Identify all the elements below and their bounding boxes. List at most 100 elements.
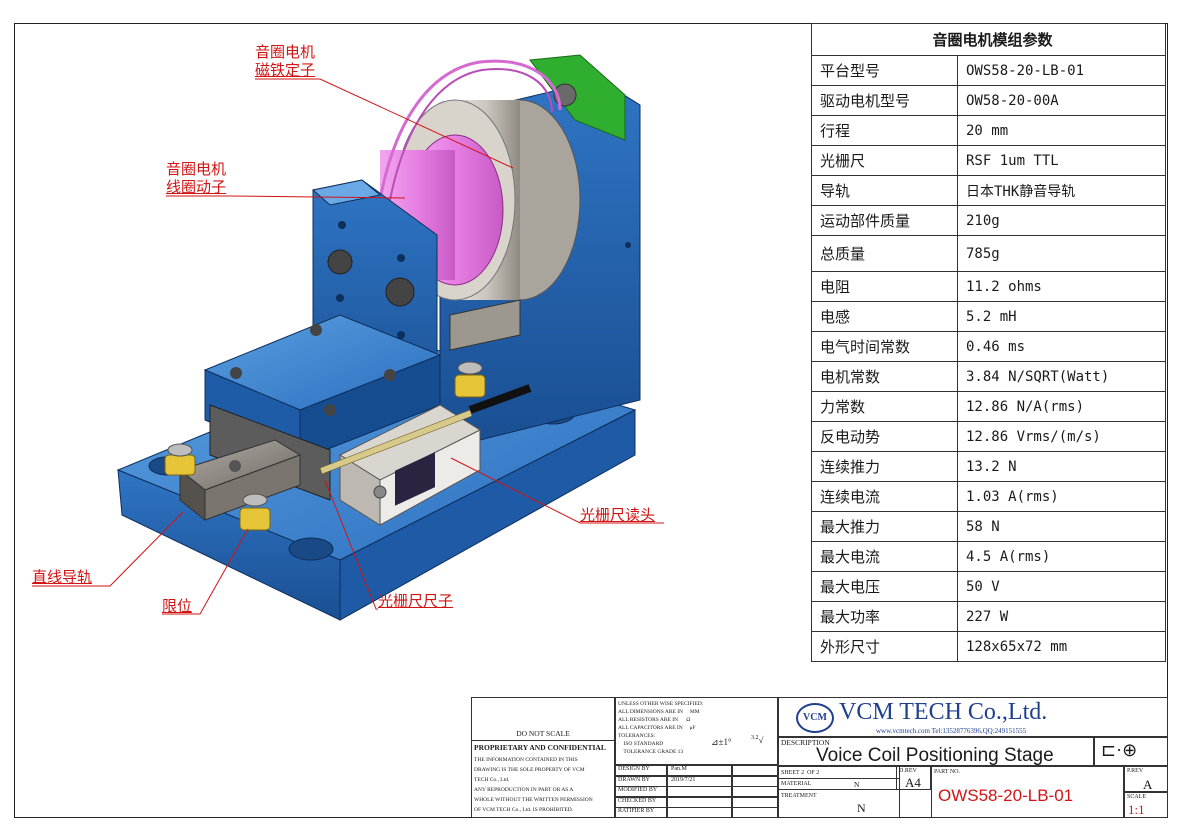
- signoff-label: DRAWN BY: [618, 776, 651, 783]
- signoff-label: MODIFIED BY: [618, 787, 658, 794]
- parameter-value: 0.46 ms: [957, 331, 1166, 362]
- encoder-scale-label: 光栅尺尺子: [378, 592, 454, 610]
- title-block: DO NOT SCALE PROPRIETARY AND CONFIDENTIA…: [471, 697, 1168, 819]
- roughness-symbol: 3.2√: [751, 735, 764, 745]
- parameter-value: 1.03 A(rms): [957, 481, 1166, 512]
- signoff-value: Pan.M: [671, 766, 687, 772]
- notice-line: WHOLE WITHOUT THE WRITTEN PERMISSION: [474, 797, 593, 803]
- parameter-name: 驱动电机型号: [811, 85, 958, 116]
- limit-label: 限位: [162, 597, 193, 615]
- parameter-name: 反电动势: [811, 421, 958, 452]
- flatness-symbol: ⊿±1°: [711, 737, 732, 747]
- parameter-value: 785g: [957, 235, 1166, 272]
- signoff-value: 2019/7/21: [671, 776, 696, 783]
- parameter-value: OWS58-20-LB-01: [957, 55, 1166, 86]
- parameter-value: 128x65x72 mm: [957, 631, 1166, 662]
- parameter-name: 行程: [811, 115, 958, 146]
- parameter-name: 电阻: [811, 271, 958, 302]
- parameter-name: 最大推力: [811, 511, 958, 542]
- drev-label: D.REV: [899, 768, 917, 774]
- linear-guide-label: 直线导轨: [32, 568, 93, 586]
- coil-mover-label: 音圈电机线圈动子: [166, 160, 227, 196]
- projection-symbol-icon: ⊏·⊕: [1101, 740, 1138, 760]
- tolerance-notes: UNLESS OTHER WISE SPECIFIED: ALL DIMENSIO…: [618, 700, 703, 756]
- signoff-label: CHECKED BY: [618, 797, 657, 804]
- scale-label: SCALE: [1127, 794, 1147, 800]
- parameter-name: 外形尺寸: [811, 631, 958, 662]
- notice-line: DRAWING IS THE SOLE PROPERTY OF VCM: [474, 767, 585, 773]
- parameter-value: 227 W: [957, 601, 1166, 632]
- treatment-label: TREATMENT: [781, 793, 817, 799]
- notice-line: OF VCM TECH Co., Ltd. IS PROHIBITED.: [474, 807, 574, 813]
- magnet-stator-label: 音圈电机磁铁定子: [255, 43, 316, 79]
- encoder-readhead-label: 光栅尺读头: [580, 506, 656, 524]
- parameter-value: 210g: [957, 205, 1166, 236]
- parameter-value: 58 N: [957, 511, 1166, 542]
- parameter-value: 日本THK静音导轨: [957, 175, 1166, 206]
- parameter-row: 导轨日本THK静音导轨: [811, 175, 1166, 206]
- parameter-value: 50 V: [957, 571, 1166, 602]
- company-contact: www.vcmtech.com Tel:13528776396,QQ:24915…: [876, 727, 1027, 735]
- prev: A: [1143, 777, 1153, 792]
- parameter-value: 3.84 N/SQRT(Watt): [957, 361, 1166, 392]
- limit-stops: [164, 361, 486, 531]
- vcm-logo: VCM: [796, 703, 834, 733]
- parameter-name: 总质量: [811, 235, 958, 272]
- treatment: N: [857, 801, 866, 815]
- material-label: MATERIAL: [781, 781, 812, 787]
- proprietary-heading: PROPRIETARY AND CONFIDENTIAL: [474, 743, 606, 752]
- parameter-value: OW58-20-00A: [957, 85, 1166, 116]
- parameter-name: 平台型号: [811, 55, 958, 86]
- parameter-value: 12.86 N/A(rms): [957, 391, 1166, 422]
- drev: A4: [905, 775, 921, 790]
- signoff-label: DESIGN BY: [618, 766, 650, 772]
- scale: 1:1: [1128, 802, 1145, 817]
- parameter-value: RSF 1um TTL: [957, 145, 1166, 176]
- part-no-label: PART NO.: [934, 769, 960, 775]
- parameter-name: 光栅尺: [811, 145, 958, 176]
- notice-line: THE INFORMATION CONTAINED IN THIS: [474, 757, 578, 763]
- parameter-name: 最大电压: [811, 571, 958, 602]
- parameter-name: 电机常数: [811, 361, 958, 392]
- parameter-value: 20 mm: [957, 115, 1166, 146]
- parameter-value: 13.2 N: [957, 451, 1166, 482]
- parameter-name: 导轨: [811, 175, 958, 206]
- notice-line: TECH Co., Ltd.: [474, 777, 510, 783]
- parameter-name: 运动部件质量: [811, 205, 958, 236]
- tolerance-line: UNLESS OTHER WISE SPECIFIED:: [618, 701, 704, 707]
- parameter-name: 连续推力: [811, 451, 958, 482]
- tolerance-line: ALL CAPACITORS ARE IN μF: [618, 725, 696, 731]
- proprietary-notice: THE INFORMATION CONTAINED IN THIS DRAWING…: [474, 755, 593, 815]
- parameter-name: 连续电流: [811, 481, 958, 512]
- tolerance-line: ALL DIMENSIONS ARE IN MM: [618, 709, 700, 715]
- sheet-field: SHEET 2 OF 2: [781, 770, 820, 776]
- tolerance-line: ALL RESISTORS ARE IN Ω: [618, 717, 691, 723]
- parameter-name: 最大电流: [811, 541, 958, 572]
- signoff-label: RATIFIER BY: [618, 808, 655, 815]
- parameter-name: 力常数: [811, 391, 958, 422]
- notice-line: ANY REPRODUCTION IN PART OR AS A: [474, 787, 574, 793]
- do-not-scale: DO NOT SCALE: [516, 729, 570, 738]
- parameter-value: 12.86 Vrms/(m/s): [957, 421, 1166, 452]
- tolerance-line: TOLERANCES:: [618, 733, 656, 739]
- company-name: VCM TECH Co.,Ltd.: [839, 699, 1048, 725]
- description-label: DESCRIPTION: [781, 738, 830, 747]
- parameter-name: 电感: [811, 301, 958, 332]
